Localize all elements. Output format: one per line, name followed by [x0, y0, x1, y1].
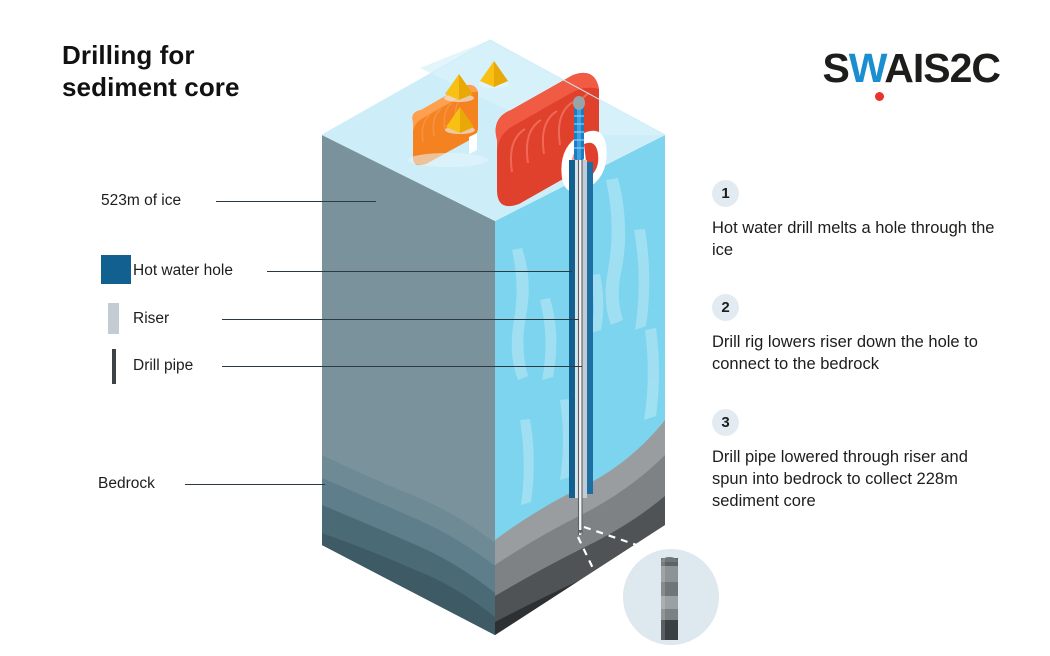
yellow-pyramid-tent	[445, 107, 475, 134]
logo-letter-s: S	[822, 45, 849, 91]
step-text-2: Drill rig lowers riser down the hole to …	[712, 333, 978, 373]
legend-swatch-riser	[108, 303, 119, 334]
leader-line-riser	[222, 319, 579, 320]
legend-label-ice-depth: 523m of ice	[101, 192, 182, 209]
legend-label-drill-pipe: Drill pipe	[133, 357, 194, 374]
step-text-3: Drill pipe lowered through riser and spu…	[712, 448, 968, 510]
sediment-core-magnifier	[623, 549, 719, 645]
leader-line-drill-pipe	[222, 366, 582, 367]
ice-texture-streaks	[511, 178, 659, 505]
step-text-1: Hot water drill melts a hole through the…	[712, 219, 995, 259]
drill-mast	[573, 96, 585, 160]
legend-label-hot-water-hole: Hot water hole	[133, 262, 233, 279]
ice-top-highlight	[420, 40, 665, 135]
step-item-2: 2 Drill rig lowers riser down the hole t…	[712, 294, 1002, 376]
leader-line-ice-depth	[216, 201, 376, 202]
step-badge-3: 3	[712, 409, 739, 436]
step-item-1: 1 Hot water drill melts a hole through t…	[712, 180, 1002, 262]
logo-red-dot	[875, 92, 885, 101]
yellow-pyramid-tent	[479, 61, 509, 88]
orange-tent	[408, 84, 488, 167]
legend-swatch-drill-pipe	[112, 349, 116, 384]
step-badge-2: 2	[712, 294, 739, 321]
legend-label-bedrock: Bedrock	[98, 475, 155, 492]
logo-letter-w: W	[848, 45, 885, 91]
magnifier-connector-lines	[577, 525, 661, 605]
sediment-core-sample	[661, 557, 678, 640]
drill-pipe	[578, 160, 582, 535]
borehole-assembly	[569, 160, 593, 535]
yellow-pyramid-tent	[444, 74, 474, 102]
legend-label-riser: Riser	[133, 310, 170, 327]
hot-water-hole-wall-right	[587, 162, 593, 494]
step-item-3: 3 Drill pipe lowered through riser and s…	[712, 409, 1002, 512]
page-title: Drilling for sediment core	[62, 40, 240, 102]
hot-water-hole-wall-left	[569, 160, 575, 498]
ice-left-face-group	[322, 135, 495, 635]
step-badge-1: 1	[712, 180, 739, 207]
logo-letters-ais2c: AIS2C	[884, 45, 1001, 91]
leader-line-bedrock	[185, 484, 325, 485]
swais2c-logo: SWAIS2C	[822, 45, 1001, 101]
legend-swatch-hot-water-hole	[101, 255, 131, 284]
leader-line-hot-water-hole	[267, 271, 572, 272]
